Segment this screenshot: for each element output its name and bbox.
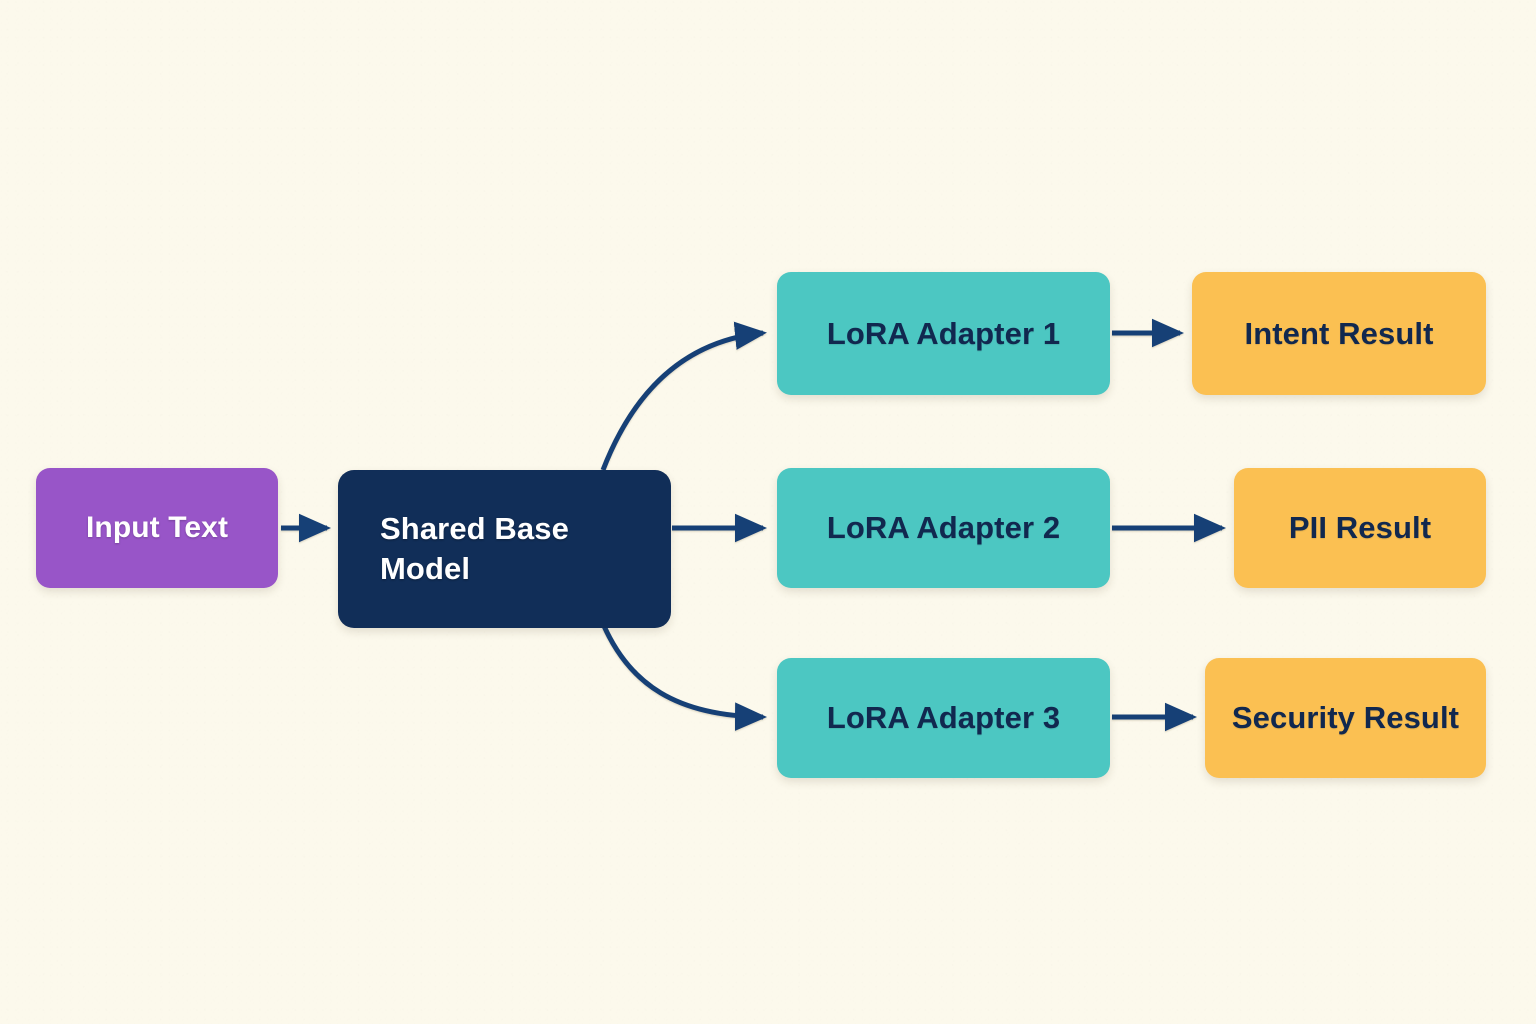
node-lora-adapter-1[interactable]: LoRA Adapter 1 — [777, 272, 1110, 395]
node-pii-result[interactable]: PII Result — [1234, 468, 1486, 588]
node-shared-base-model-label: Shared Base Model — [380, 511, 569, 586]
edge-base-to-adapter-3 — [601, 624, 767, 731]
node-input-text[interactable]: Input Text — [36, 468, 278, 588]
node-lora-adapter-2-label: LoRA Adapter 2 — [826, 510, 1061, 546]
node-pii-result-label: PII Result — [1288, 510, 1432, 546]
node-lora-adapter-3[interactable]: LoRA Adapter 3 — [777, 658, 1110, 778]
node-security-result-label: Security Result — [1231, 700, 1460, 736]
node-security-result[interactable]: Security Result — [1205, 658, 1486, 778]
node-lora-adapter-2[interactable]: LoRA Adapter 2 — [777, 468, 1110, 588]
node-lora-adapter-3-label: LoRA Adapter 3 — [826, 700, 1061, 736]
node-shared-base-model[interactable]: Shared Base Model — [338, 470, 671, 628]
node-intent-result[interactable]: Intent Result — [1192, 272, 1486, 395]
edge-base-to-adapter-1 — [600, 321, 767, 471]
node-intent-result-label: Intent Result — [1244, 315, 1434, 351]
node-input-text-label: Input Text — [85, 510, 229, 544]
node-lora-adapter-1-label: LoRA Adapter 1 — [826, 315, 1061, 351]
